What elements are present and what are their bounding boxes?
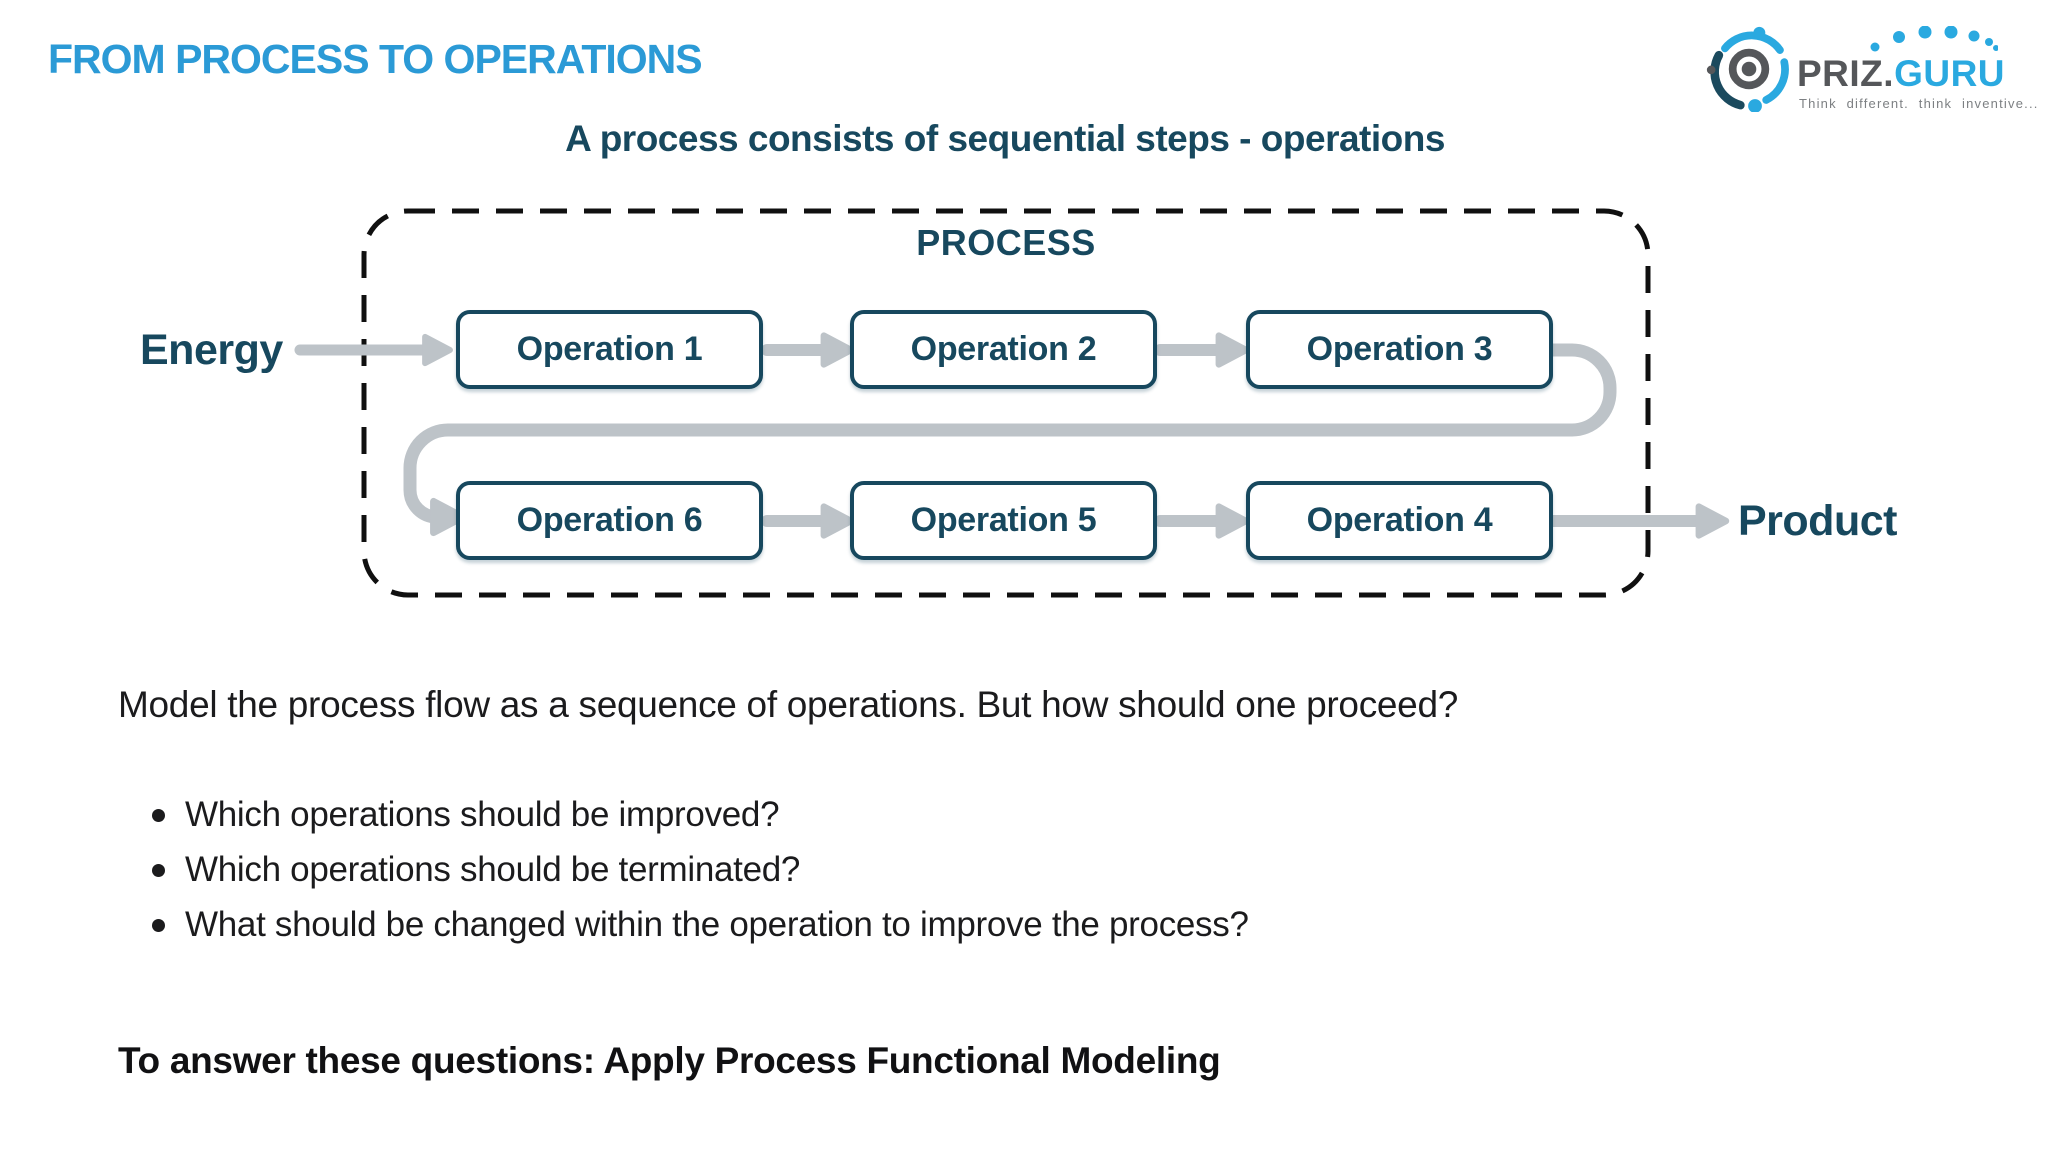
list-item-text: Which operations should be terminated? (185, 850, 801, 889)
output-label-product: Product (1738, 497, 1897, 545)
process-flow-graphics (294, 208, 1730, 598)
list-item-terminated: Which operations should be terminated? (152, 851, 1249, 889)
page-title: FROM PROCESS TO OPERATIONS (48, 36, 703, 82)
operation-box-1: Operation 1 (456, 310, 763, 389)
logo-dots-decoration (1870, 26, 1998, 52)
list-item-text: What should be changed within the operat… (185, 905, 1249, 944)
intro-text: Model the process flow as a sequence of … (118, 684, 1459, 725)
list-item-improved: Which operations should be improved? (152, 796, 1249, 834)
operation-box-5: Operation 5 (850, 481, 1157, 560)
brand-logo: PRIZ.GURU Think different. think inventi… (1700, 12, 2037, 112)
brand-wordmark: PRIZ.GURU (1797, 53, 2005, 95)
brand-priz: PRIZ. (1797, 53, 1895, 94)
brand-guru: GURU (1894, 53, 2006, 94)
list-item-text: Which operations should be improved? (185, 795, 780, 834)
operation-box-4: Operation 4 (1246, 481, 1553, 560)
question-list: Which operations should be improved? Whi… (152, 796, 1249, 961)
conclusion-text: To answer these questions: Apply Process… (118, 1040, 1221, 1081)
arrow-loop-op3-to-op6 (403, 343, 1617, 537)
bullet-dot (152, 864, 165, 877)
operation-box-2: Operation 2 (850, 310, 1157, 389)
bullet-dot (152, 919, 165, 932)
diagram-subtitle: A process consists of sequential steps -… (565, 118, 1445, 159)
input-label-energy: Energy (140, 326, 283, 374)
bullet-dot (152, 809, 165, 822)
process-boundary-border (361, 208, 1651, 598)
list-item-changed: What should be changed within the operat… (152, 906, 1249, 944)
priz-orbit-icon (1706, 26, 1789, 112)
operation-box-3: Operation 3 (1246, 310, 1553, 389)
process-label: PROCESS (916, 222, 1096, 263)
operation-box-6: Operation 6 (456, 481, 763, 560)
brand-tagline: Think different. think inventive... (1799, 96, 2039, 111)
